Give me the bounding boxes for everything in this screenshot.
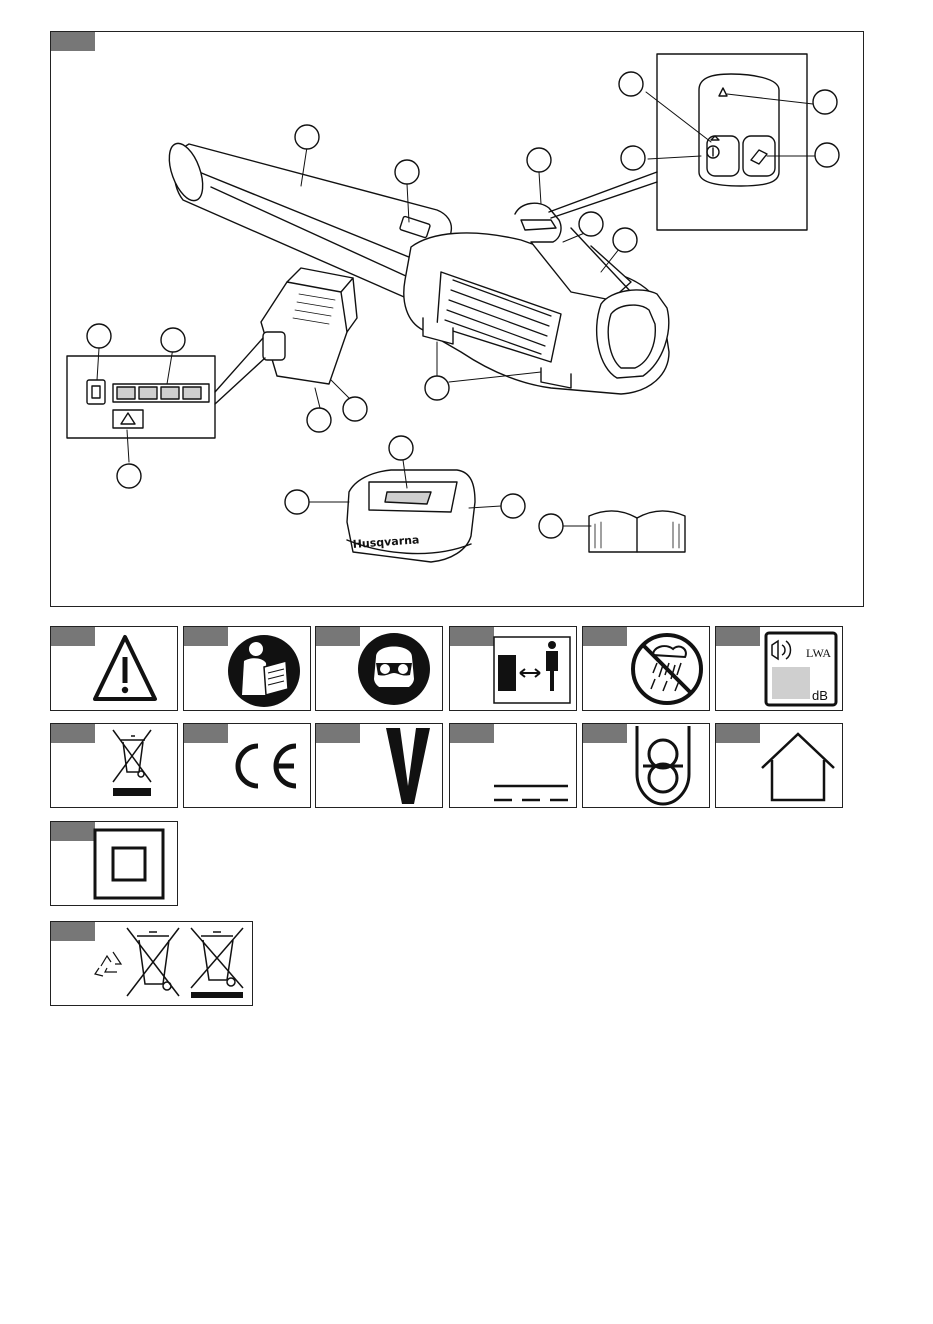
symbol-class-ii xyxy=(50,821,178,906)
main-figure: Husqvarna xyxy=(50,31,864,607)
read-manual-icon xyxy=(184,627,310,710)
symbol-safety-distance xyxy=(449,626,577,711)
symbol-no-rain xyxy=(582,626,710,711)
symbol-safety-transformer xyxy=(582,723,710,808)
symbol-read-manual xyxy=(183,626,311,711)
crossed-bin-icon xyxy=(51,724,177,807)
safety-transformer-icon xyxy=(583,724,709,807)
recycle-crossed-bins-icon xyxy=(51,922,252,1005)
no-rain-icon xyxy=(583,627,709,710)
symbol-sound-power: LWA dB xyxy=(715,626,843,711)
symbol-volt xyxy=(315,723,443,808)
ce-mark-icon xyxy=(184,724,310,807)
blower-illustration: Husqvarna xyxy=(51,32,863,606)
warning-triangle-icon xyxy=(51,627,177,710)
symbol-weee xyxy=(50,723,178,808)
volt-icon xyxy=(316,724,442,807)
direct-current-icon xyxy=(450,724,576,807)
db-label: dB xyxy=(812,688,828,703)
symbol-eye-protection xyxy=(315,626,443,711)
lwa-label: LWA xyxy=(806,646,831,660)
distance-person-icon xyxy=(450,627,576,710)
symbol-dc xyxy=(449,723,577,808)
symbol-recycling xyxy=(50,921,253,1006)
symbol-warning xyxy=(50,626,178,711)
sound-power-icon: LWA dB xyxy=(716,627,842,710)
house-icon xyxy=(716,724,842,807)
double-insulation-icon xyxy=(51,822,177,905)
symbol-ce xyxy=(183,723,311,808)
symbol-indoor-use xyxy=(715,723,843,808)
eye-protection-icon xyxy=(316,627,442,710)
